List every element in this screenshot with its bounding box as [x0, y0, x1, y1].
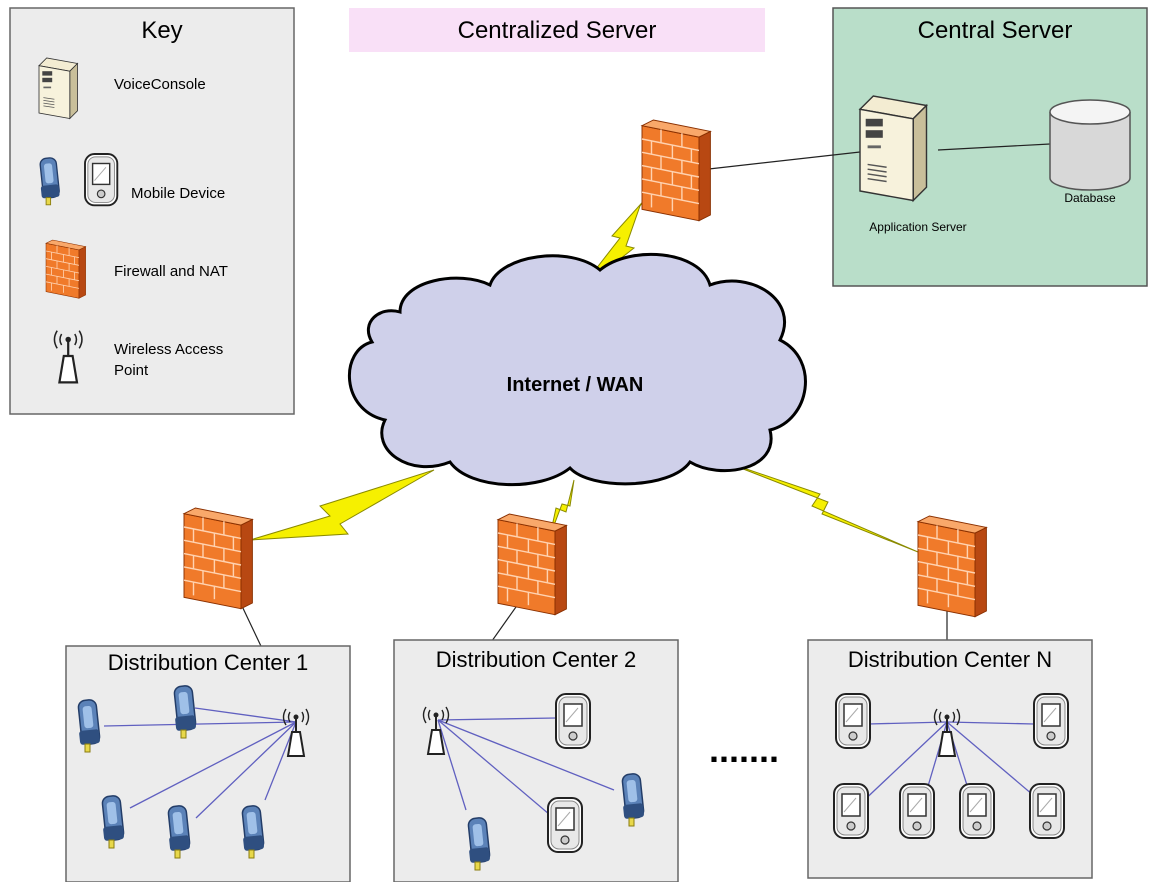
database-label: Database: [1064, 191, 1116, 205]
firewall-dcn: [917, 515, 988, 618]
distribution-center-1: Distribution Center 1: [65, 645, 351, 882]
key-label-ap-line2: Point: [114, 362, 149, 379]
dcn-pda-2: [1033, 693, 1069, 749]
voice-console-icon: [38, 57, 78, 119]
dcn-pda-6: [1029, 783, 1065, 839]
database-icon: [1049, 99, 1131, 191]
dc2-title: Distribution Center 2: [436, 647, 637, 672]
dcn-pda-5: [959, 783, 995, 839]
central-server-title: Central Server: [918, 17, 1073, 44]
cloud-label: Internet / WAN: [507, 374, 644, 396]
key-title: Key: [141, 17, 182, 44]
banner-title: Centralized Server: [458, 17, 657, 44]
dcn-pda-4: [899, 783, 935, 839]
firewall-icon: [45, 239, 87, 299]
distribution-center-2: Distribution Center 2: [393, 639, 679, 882]
dcn-title: Distribution Center N: [848, 647, 1052, 672]
application-server-icon: [859, 95, 928, 202]
key-panel: Key VoiceConsole Mobile Device Firewall …: [9, 7, 295, 415]
dc2-pda-2: [547, 797, 583, 853]
firewall-dc1: [183, 507, 254, 610]
firewall-central: [641, 119, 712, 222]
dc1-title: Distribution Center 1: [108, 650, 309, 675]
dcn-pda-3: [833, 783, 869, 839]
key-label-mobile-device: Mobile Device: [131, 185, 225, 202]
dcn-pda-1: [835, 693, 871, 749]
ellipsis: .......: [709, 729, 779, 770]
internet-wan-cloud: Internet / WAN: [348, 252, 807, 486]
application-server-label: Application Server: [869, 220, 966, 234]
banner-background: [349, 8, 765, 52]
key-label-voiceconsole: VoiceConsole: [114, 76, 206, 93]
firewall-dc2: [497, 513, 568, 616]
dc2-pda-1: [555, 693, 591, 749]
key-label-ap-line1: Wireless Access: [114, 341, 223, 358]
key-label-firewall: Firewall and NAT: [114, 263, 228, 280]
distribution-center-n: Distribution Center N: [807, 639, 1093, 879]
dc2-wireless-links: [437, 717, 615, 821]
